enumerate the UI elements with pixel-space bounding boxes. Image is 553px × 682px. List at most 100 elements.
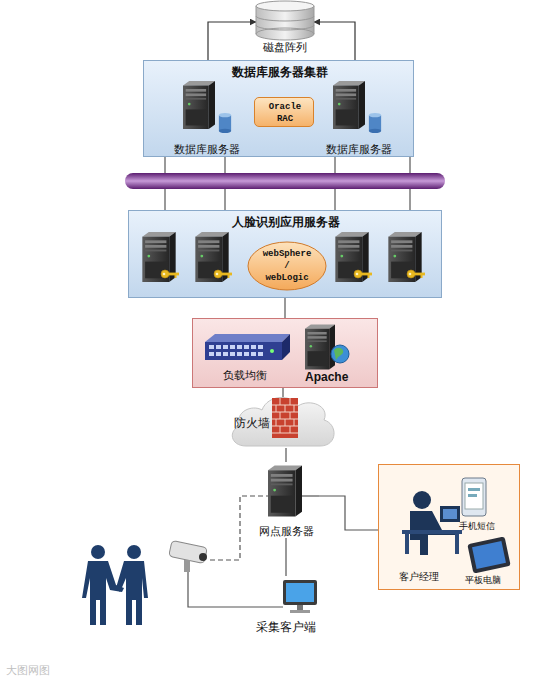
firewall-wall-part-part — [272, 426, 298, 427]
camera — [169, 540, 208, 572]
firewall-wall-part-part — [272, 412, 298, 413]
pc-monitor-part — [290, 610, 310, 613]
phone — [462, 478, 486, 516]
server-lead — [302, 495, 319, 496]
camera-part — [169, 540, 208, 563]
network-switch-part-part — [223, 352, 228, 356]
network-switch-part-part — [244, 345, 249, 349]
firewall-wall-part-part — [280, 398, 281, 405]
manager-at-desk-part — [455, 534, 459, 554]
branch-server-node: 网点服务器 — [253, 462, 319, 538]
capture-client-node: 采集客户端 — [242, 576, 330, 634]
phone-part — [465, 483, 483, 509]
connector-line — [224, 157, 225, 210]
network-switch — [205, 334, 290, 360]
node-text: 采集客户端 — [242, 620, 330, 634]
firewall-wall-part-part — [290, 426, 291, 433]
db-servers-part — [183, 81, 215, 129]
app-servers-part — [407, 270, 425, 278]
network-switch-part-part — [209, 345, 214, 349]
app-servers-part — [142, 232, 175, 282]
firewall-cloud: 防火墙 — [226, 392, 340, 454]
handshake-people-part — [82, 561, 124, 625]
app-servers-part — [388, 232, 421, 282]
camera-part — [184, 560, 190, 572]
camera-part — [199, 553, 207, 561]
node-text: 数据库服务器 — [316, 143, 401, 156]
network-switch-part-part — [223, 345, 228, 349]
ellipse-outline-part — [248, 242, 326, 290]
pc-monitor-part — [283, 580, 317, 605]
manager-at-desk-part — [405, 534, 409, 554]
manager-at-desk — [402, 491, 462, 555]
manager-at-desk-part — [443, 509, 457, 519]
bus-taps — [165, 157, 410, 210]
cyl-outline-part — [256, 25, 314, 30]
handshake-people-part — [127, 545, 141, 559]
node-text: 防火墙 — [234, 416, 270, 430]
manager-at-desk-part — [413, 491, 431, 509]
node-text: 人脸识别应用服务器 — [129, 215, 443, 229]
network-switch-part-part — [209, 352, 214, 356]
db-servers-part — [369, 113, 381, 133]
app-servers — [142, 232, 425, 282]
node-text: 平板电脑 — [465, 575, 501, 586]
network-switch-part-part — [230, 352, 235, 356]
node-text: 客户经理 — [399, 571, 439, 583]
connector-line — [285, 538, 286, 576]
firewall-wall-part-part — [294, 419, 295, 426]
middleware-ellipse: webSphere / webLogic — [247, 241, 327, 291]
db-servers — [183, 81, 381, 133]
watermark: 大图网图 — [6, 664, 50, 677]
pc-monitor-part — [286, 583, 314, 602]
network-switch-part — [209, 345, 263, 356]
network-switch-part-part — [251, 345, 256, 349]
db-servers-part — [333, 81, 365, 129]
manager-at-desk-part — [440, 506, 460, 522]
node-text: webSphere / webLogic — [262, 248, 312, 284]
firewall-wall-part-part — [290, 398, 291, 405]
network-switch-part-part — [258, 352, 263, 356]
connector-line — [285, 448, 286, 462]
firewall-wall-part-part — [276, 405, 277, 412]
db-server-node: 数据库服务器 — [164, 83, 250, 156]
network-switch-part — [205, 342, 282, 360]
network-switch-part-part — [251, 352, 256, 356]
firewall-wall-part-part — [294, 405, 295, 412]
db-servers-part — [219, 113, 231, 133]
bus-taps-part — [334, 157, 335, 210]
network-switch-part-part — [244, 352, 249, 356]
firewall-wall — [272, 398, 298, 438]
apache-server — [305, 325, 349, 370]
pc-monitor-part — [297, 605, 303, 610]
branch-server — [268, 466, 302, 517]
camera-wires-part — [188, 572, 283, 607]
app-servers-part — [195, 232, 228, 282]
node-text: 手机短信 — [459, 521, 495, 532]
cyl-outline-part — [256, 16, 314, 21]
pc-monitor — [283, 580, 317, 613]
firewall-wall-part-part — [272, 405, 298, 406]
node-text: Apache — [305, 370, 348, 384]
tablet — [467, 536, 510, 573]
firewall-wall-part — [272, 398, 298, 438]
phone-part — [462, 478, 486, 516]
network-switch-part-part — [237, 345, 242, 349]
bus-taps-part — [409, 157, 410, 210]
app-servers-part — [214, 270, 232, 278]
firewall-wall-part-part — [280, 412, 281, 419]
firewall-wall-part-part — [290, 412, 291, 419]
tablet-part — [472, 541, 506, 569]
disk-array: 磁盘阵列 — [252, 0, 318, 56]
handshake-people-part — [91, 545, 105, 559]
handshake-people — [82, 545, 148, 625]
network-switch-part-part — [258, 345, 263, 349]
oracle-rac-box: Oracle RAC — [254, 97, 314, 127]
app-server-box: 人脸识别应用服务器 webSphere / webLogic — [128, 210, 442, 298]
network-switch-part — [270, 349, 274, 353]
phone-part — [468, 488, 480, 491]
node-text: 数据库服务器集群 — [144, 65, 415, 79]
camera-wires — [188, 496, 283, 607]
node-text: Oracle RAC — [263, 101, 307, 125]
